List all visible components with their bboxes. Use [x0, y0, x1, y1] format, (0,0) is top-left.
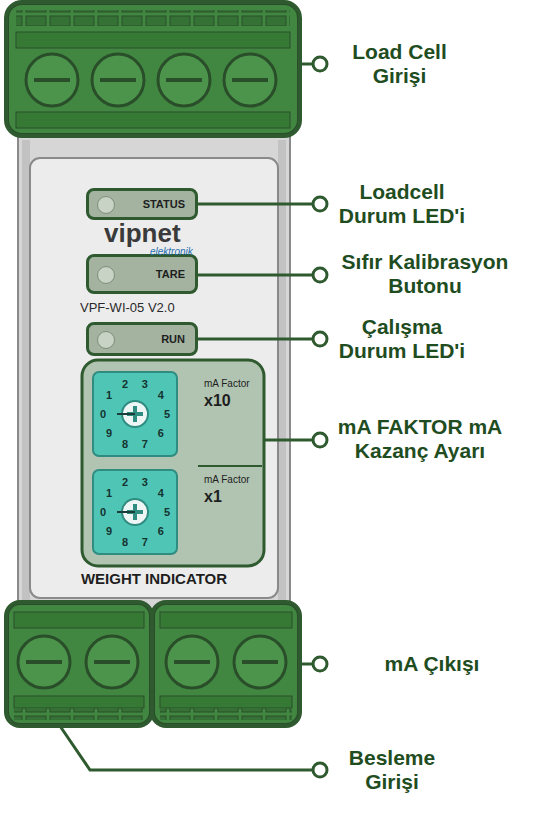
- brand-logo: vipnet: [104, 220, 181, 246]
- button-label: STATUS: [143, 199, 185, 210]
- rotary-switch: 012 34567 89: [85, 364, 185, 464]
- dial-digit: 5: [164, 507, 170, 518]
- dial-digit: 8: [122, 439, 128, 450]
- callout-label: Çalışma Durum LED'i: [332, 315, 472, 363]
- divider: [198, 465, 262, 467]
- rail: [22, 140, 30, 600]
- front-panel: [30, 158, 278, 598]
- dial-digit: 3: [142, 378, 148, 389]
- leader-lines: [60, 64, 313, 770]
- tare-button: TARE: [86, 254, 198, 294]
- leader-dots: [313, 57, 327, 777]
- button-label: TARE: [156, 269, 185, 280]
- factor-value: x10: [204, 392, 260, 410]
- dial-digit: 4: [158, 488, 164, 499]
- led-indicator: [97, 266, 115, 284]
- dial-digit: 6: [158, 525, 164, 536]
- dial-digit: 0: [100, 409, 106, 420]
- callout-label: Loadcell Durum LED'i: [332, 180, 472, 228]
- dial-digit: 1: [106, 390, 112, 401]
- dial-digit: 1: [106, 488, 112, 499]
- dial-digit: 9: [106, 525, 112, 536]
- factor-value: x1: [204, 488, 260, 506]
- device-title: WEIGHT INDICATOR: [30, 571, 278, 586]
- housing: [18, 130, 290, 610]
- callout-label: Besleme Girişi: [332, 746, 452, 794]
- factor-label: mA Factor: [204, 378, 260, 390]
- run-led: RUN: [86, 322, 198, 356]
- dial-digit: 5: [164, 409, 170, 420]
- led-indicator: [97, 331, 115, 349]
- dial-digit: 8: [122, 537, 128, 548]
- callout-label: mA Çıkışı: [332, 652, 532, 676]
- led-indicator: [97, 196, 115, 214]
- dial-digit: 7: [142, 537, 148, 548]
- dial-digit: 4: [158, 390, 164, 401]
- status-led: STATUS: [86, 188, 198, 220]
- dial-digit: 6: [158, 427, 164, 438]
- callout-label: Sıfır Kalibrasyon Butonu: [330, 250, 520, 298]
- dial-panel: [82, 360, 264, 566]
- callout-label: Load Cell Girişi: [332, 40, 467, 88]
- dial-digit: 9: [106, 427, 112, 438]
- brand-subtitle: elektronik: [150, 247, 193, 257]
- rotary-switch: 012 34567 89: [85, 462, 185, 562]
- rail: [278, 140, 286, 600]
- dial-digit: 7: [142, 439, 148, 450]
- load-cell-terminal: [6, 2, 300, 136]
- dial-digit: 0: [100, 507, 106, 518]
- button-label: RUN: [161, 334, 185, 345]
- dial-digit: 2: [122, 476, 128, 487]
- model-number: VPF-WI-05 V2.0: [80, 301, 175, 314]
- output-supply-terminal: [6, 602, 300, 726]
- dial-digit: 3: [142, 476, 148, 487]
- callout-label: mA FAKTOR mA Kazanç Ayarı: [330, 415, 510, 463]
- factor-label: mA Factor: [204, 474, 260, 486]
- dial-digit: 2: [122, 378, 128, 389]
